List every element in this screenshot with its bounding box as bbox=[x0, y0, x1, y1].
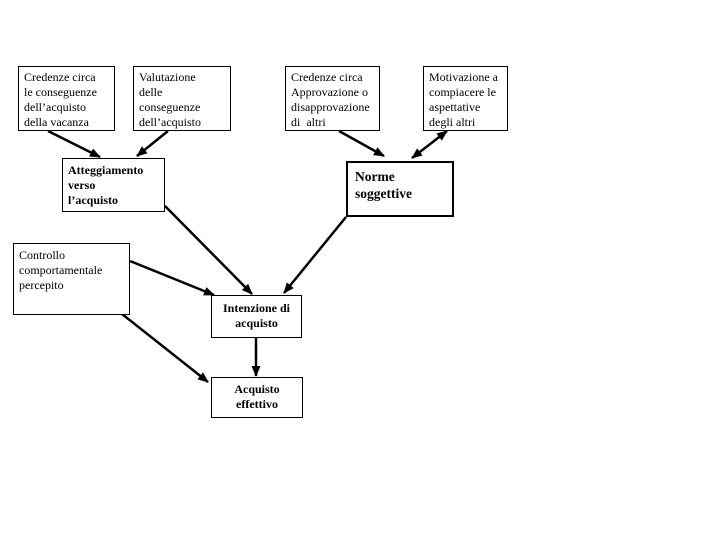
arrow-atteggiamento-to-intenzione bbox=[164, 205, 253, 295]
arrow-valutazione-to-atteggiamento bbox=[136, 130, 169, 157]
arrow-approvazione-to-norme bbox=[338, 129, 385, 158]
arrow-norme-to-intenzione bbox=[283, 216, 347, 294]
arrow-controllo-to-acquisto bbox=[121, 313, 209, 383]
node-credenze-conseguenze-acquisto: Credenze circa le conseguenze dell’acqui… bbox=[18, 66, 115, 131]
arrow-credenze-to-atteggiamento bbox=[47, 129, 101, 159]
node-credenze-approvazione-altri: Credenze circa Approvazione o disapprova… bbox=[285, 66, 380, 131]
node-acquisto-effettivo: Acquisto effettivo bbox=[211, 377, 303, 418]
node-norme-soggettive: Norme soggettive bbox=[346, 161, 454, 217]
arrow-controllo-to-intenzione bbox=[129, 259, 215, 297]
node-controllo-comportamentale: Controllo comportamentale percepito bbox=[13, 243, 130, 315]
arrow-motivazione-norme-bidirectional bbox=[411, 130, 448, 159]
node-valutazione-conseguenze: Valutazione delle conseguenze dell’acqui… bbox=[133, 66, 231, 131]
node-motivazione-compiacere: Motivazione a compiacere le aspettative … bbox=[423, 66, 508, 131]
node-intenzione-di-acquisto: Intenzione di acquisto bbox=[211, 295, 302, 338]
node-atteggiamento-verso-acquisto: Atteggiamento verso l’acquisto bbox=[62, 158, 165, 212]
